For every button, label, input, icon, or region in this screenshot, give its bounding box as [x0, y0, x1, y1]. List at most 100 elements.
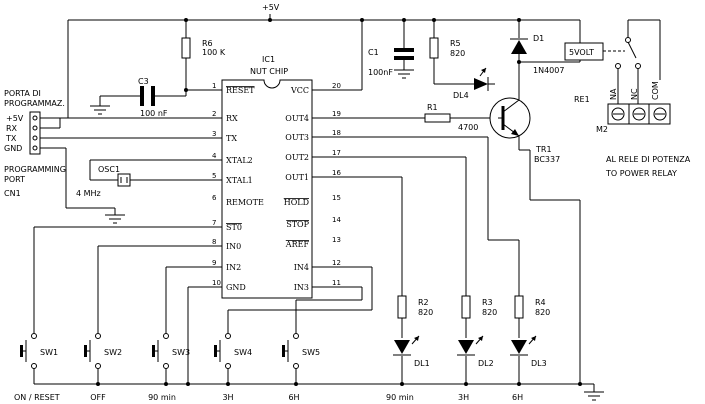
- r4-ref: R4: [535, 298, 546, 307]
- osc1-ref: OSC1: [98, 165, 120, 174]
- ic1-pin-number: 14: [332, 216, 341, 224]
- led-dl1: DL1: [393, 335, 430, 368]
- c3-ref: C3: [138, 77, 149, 86]
- m2-term-na: NA: [609, 88, 618, 100]
- ic1-pin-number: 3: [212, 130, 216, 138]
- switch-ref: SW4: [234, 348, 252, 357]
- ic1-pin-name: RX: [226, 114, 238, 123]
- c1-value: 100nF: [368, 68, 393, 77]
- ground-symbol-cn1: [105, 214, 125, 224]
- switch-ref: SW5: [302, 348, 320, 357]
- cn1-title-bottom-1: PROGRAMMING: [4, 165, 66, 174]
- ic1-pin-name: REMOTE: [226, 198, 264, 207]
- r1-ref: R1: [427, 103, 438, 112]
- ic1-pin-name: XTAL1: [226, 176, 253, 185]
- switch-label: OFF: [90, 393, 106, 402]
- tr1-ref: TR1: [535, 145, 552, 154]
- cn1-title-top-1: PORTA DI: [4, 89, 41, 98]
- ic1-pin-number: 16: [332, 169, 341, 177]
- dl2-ref: DL2: [478, 359, 494, 368]
- ic1-pin-name: AREF: [285, 240, 310, 249]
- ic1-pin-name: OUT4: [285, 114, 309, 123]
- relay-ref: RE1: [574, 95, 590, 104]
- r4-value: 820: [535, 308, 550, 317]
- terminal-block-m2: NA NC COM M2: [596, 81, 671, 134]
- ground-symbol-main: [584, 391, 604, 401]
- m2-term-com: COM: [651, 81, 660, 100]
- cn1-pin-tx: TX: [5, 134, 17, 143]
- ic1-pin-number: 12: [332, 259, 341, 267]
- ic1-pin-number: 15: [332, 194, 341, 202]
- ic1-pin-name: OUT3: [285, 133, 309, 142]
- ic1-pin-name: RESET: [226, 86, 255, 95]
- capacitor-c1: C1 100nF: [368, 48, 414, 77]
- switch-sw1: SW1 ON / RESET: [14, 333, 60, 402]
- ic1-pin-name: IN3: [294, 283, 309, 292]
- r5-ref: R5: [450, 39, 461, 48]
- ic1-pin-name: XTAL2: [226, 156, 253, 165]
- ic1-pin-number: 2: [212, 110, 216, 118]
- ic1-name: NUT CHIP: [250, 67, 288, 76]
- r2-ref: R2: [418, 298, 429, 307]
- r3-value: 820: [482, 308, 497, 317]
- ic1-pin-number: 20: [332, 82, 341, 90]
- switch-ref: SW3: [172, 348, 190, 357]
- ic1-pin-number: 8: [212, 238, 216, 246]
- power-relay-note-en: TO POWER RELAY: [605, 169, 677, 178]
- switch-ref: SW2: [104, 348, 122, 357]
- switch-sw3: SW3 90 min: [148, 333, 190, 402]
- relay-re1: 5VOLT RE1: [564, 37, 641, 104]
- switch-label: 90 min: [148, 393, 176, 402]
- d1-ref: D1: [533, 34, 544, 43]
- ic1-pin-name: IN0: [226, 242, 241, 251]
- led-label-dl1: 90 min: [386, 393, 414, 402]
- cn1-ref: CN1: [4, 189, 21, 198]
- dl3-ref: DL3: [531, 359, 547, 368]
- cn1-pin-rx: RX: [6, 124, 18, 133]
- dl1-ref: DL1: [414, 359, 430, 368]
- c1-ref: C1: [368, 48, 379, 57]
- r3-ref: R3: [482, 298, 493, 307]
- resistor-r6: R6 100 K: [181, 37, 226, 59]
- r5-value: 820: [450, 49, 465, 58]
- ic1-pin-name: ST0: [226, 223, 242, 232]
- ic1-pin-name: STOP: [286, 220, 309, 229]
- ground-symbol-c1: [394, 69, 414, 79]
- cn1-title-bottom-2: PORT: [4, 175, 25, 184]
- r6-value: 100 K: [202, 48, 226, 57]
- m2-term-nc: NC: [630, 88, 639, 100]
- relay-value: 5VOLT: [569, 48, 594, 57]
- ic1-pin-number: 5: [212, 172, 216, 180]
- ic1-pin-name: TX: [226, 134, 237, 143]
- cn1-pin-5v: +5V: [6, 114, 24, 123]
- led-label-dl3: 6H: [512, 393, 523, 402]
- led-label-dl2: 3H: [458, 393, 469, 402]
- switch-label: ON / RESET: [14, 393, 60, 402]
- ic1-right-pins: 20VCC19OUT418OUT317OUT216OUT115HOLD14STO…: [284, 82, 342, 292]
- ic1-pin-number: 9: [212, 259, 216, 267]
- cn1-pin-gnd: GND: [4, 144, 22, 153]
- switch-ref: SW1: [40, 348, 58, 357]
- resistor-r1: R1 4700: [424, 103, 478, 132]
- ic1-pin-number: 17: [332, 149, 341, 157]
- supply-label: +5V: [262, 3, 280, 12]
- resistor-r4: R4 820: [514, 295, 550, 319]
- ic1-ref: IC1: [262, 55, 275, 64]
- led-dl2: DL2: [457, 335, 494, 368]
- ic1-pin-name: IN4: [294, 263, 309, 272]
- c3-value: 100 nF: [140, 109, 168, 118]
- ic1-pin-number: 10: [212, 279, 221, 287]
- dl4-ref: DL4: [453, 91, 469, 100]
- ic1-pin-number: 18: [332, 129, 341, 137]
- cn1-title-top-2: PROGRAMMAZ.: [4, 99, 65, 108]
- ic1-pin-number: 4: [212, 152, 217, 160]
- r2-value: 820: [418, 308, 433, 317]
- ic1-pin-number: 7: [212, 219, 216, 227]
- ic1-pin-name: HOLD: [284, 198, 309, 207]
- junction-dots: [96, 18, 582, 386]
- ic1-pin-name: OUT2: [285, 153, 309, 162]
- ic1-pin-name: OUT1: [285, 173, 309, 182]
